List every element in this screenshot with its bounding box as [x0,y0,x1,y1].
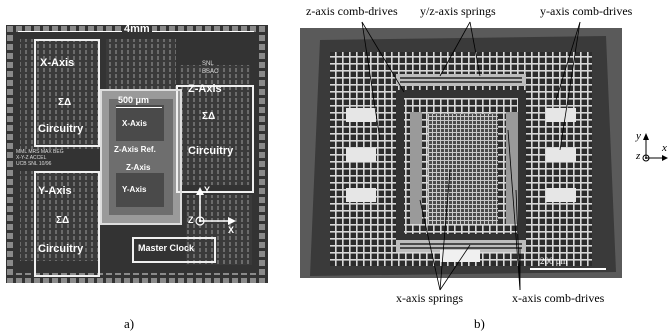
z-axis-label: Z-Axis [188,83,222,95]
master-clock-label: Master Clock [138,243,195,253]
axis-label-x-a: X [228,225,235,235]
z-circuitry-label: Circuitry [188,145,234,157]
center-x-axis: X-Axis [122,119,147,128]
x-axis-block [34,39,100,147]
x-axis-label: X-Axis [40,57,75,69]
master-clock-block [132,237,216,263]
scale-500um: 500 μm [118,95,150,105]
y-sigma-delta: ΣΔ [56,215,70,226]
x-sigma-delta: ΣΔ [58,97,72,108]
axis-triad-b [642,133,668,162]
label-x-springs: x-axis springs [396,291,463,305]
y-circuitry-label: Circuitry [38,243,84,255]
label-z-comb-drives: z-axis comb-drives [306,4,398,18]
caption-b: b) [474,316,485,331]
logo-snl: SNL [202,61,214,67]
x-circuitry-label: Circuitry [38,123,84,135]
label-x-comb-drives: x-axis comb-drives [512,291,605,305]
scale-200um: 200 μm [540,256,568,266]
logo-bsac: BSAC [202,69,219,75]
scale-bar-a [116,107,162,108]
axis-label-x-b: x [662,142,667,154]
chip-text-3: UCB SNL 10/96 [16,161,52,167]
y-axis-block [34,171,100,277]
axis-triad-a [195,187,236,226]
center-z-axis: Z-Axis [126,163,151,172]
z-axis-block [176,85,254,193]
label-y-comb-drives: y-axis comb-drives [540,4,633,18]
label-yz-springs: y/z-axis springs [420,4,496,18]
chip-text-1: MML MRS MAX BEG [16,149,64,155]
z-sigma-delta: ΣΔ [202,111,216,122]
center-y-axis: Y-Axis [122,185,147,194]
axis-label-z-a: Z [188,215,194,225]
sem-structure [300,28,622,278]
axis-label-z-b: z [636,150,641,162]
axis-label-y-a: Y [204,185,211,195]
sem-photo: 200 μm [300,28,622,278]
caption-a: a) [124,316,135,331]
width-label: 4mm [122,25,152,35]
sensor-block [100,89,182,225]
y-axis-label: Y-Axis [38,185,72,197]
chip-text-2: X-Y-Z ACCEL [16,155,47,161]
axis-label-y-b: y [636,130,641,142]
chip-photo: 4mm X-Axis ΣΔ Circuitry MML MRS MAX BEG … [6,25,268,283]
center-z-ref: Z-Axis Ref. [114,145,156,154]
